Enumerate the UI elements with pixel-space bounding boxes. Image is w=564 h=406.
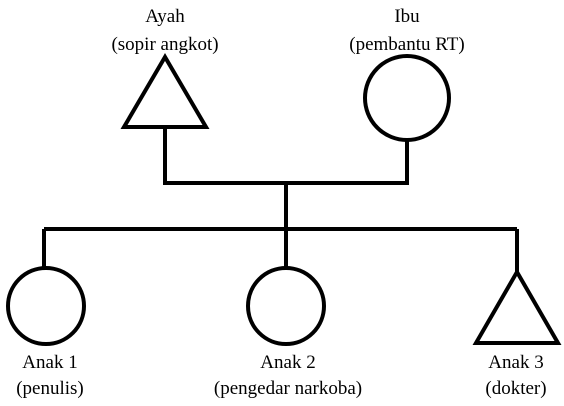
marriage-line [163,127,409,185]
child-1-name-label: Anak 1 [22,352,77,373]
child-3-male-triangle-symbol [472,268,562,345]
child-3-name-label: Anak 3 [488,352,543,373]
child-3-role-label: (dokter) [485,378,546,399]
father-male-triangle-symbol [120,53,210,129]
mother-role-label: (pembantu RT) [349,34,464,55]
mother-name-label: Ibu [394,6,420,27]
child-2-name-label: Anak 2 [260,352,315,373]
mother-female-circle-symbol [363,54,451,142]
father-role-label: (sopir angkot) [111,34,218,55]
child-1-role-label: (penulis) [16,378,84,399]
child-2-female-circle-symbol [246,266,326,346]
child-1-female-circle-symbol [6,266,86,346]
child-2-role-label: (pengedar narkoba) [214,378,362,399]
father-name-label: Ayah [145,6,185,27]
